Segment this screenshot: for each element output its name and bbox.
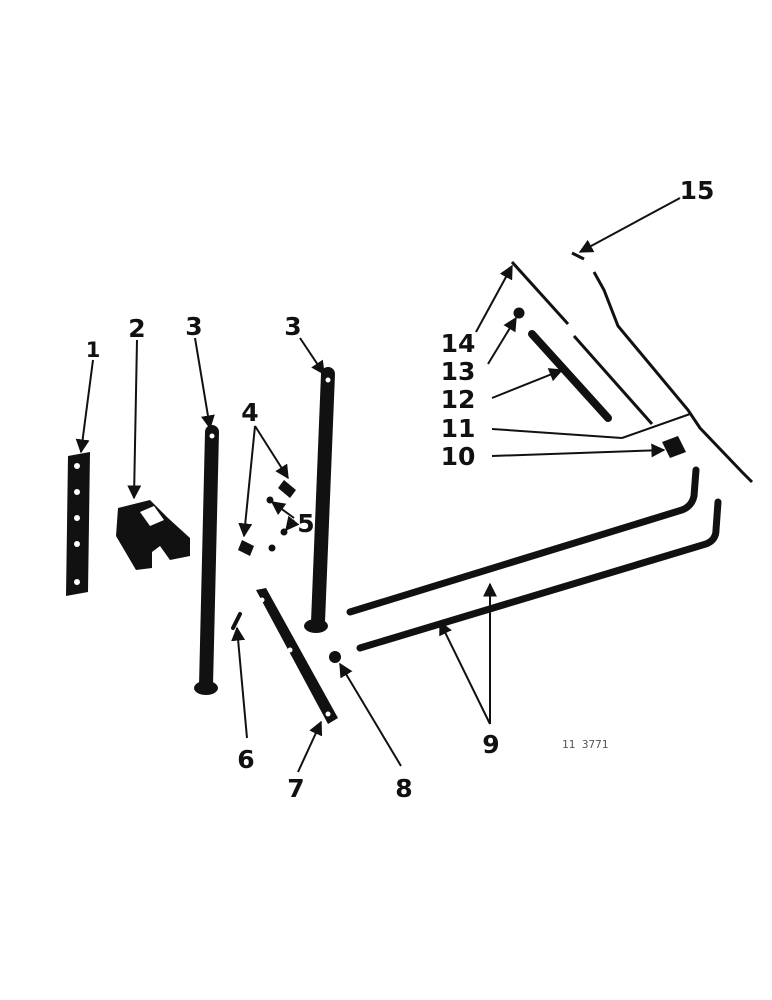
callout-9: 9 [482,730,499,759]
part-14-rod [510,260,570,326]
leader-7 [297,720,323,773]
callout-5: 5 [297,509,314,538]
part-3-bar-right [304,367,335,633]
leader-4b [238,425,256,538]
part-8-nut [329,651,341,663]
part-13-nut [513,307,525,319]
leader-5a [270,501,295,519]
callout-1: 1 [86,338,101,362]
leader-1 [75,359,94,454]
callout-3a: 3 [185,312,202,341]
part-15-bent-rod [571,251,754,484]
leader-10 [491,443,666,458]
callout-3b: 3 [284,312,301,341]
leader-4a [254,425,289,480]
leader-lines [75,197,691,773]
part-7-angled-strap [256,588,338,724]
callouts: 1 2 3 3 4 5 6 7 8 9 10 11 12 13 14 15 [86,176,715,803]
callout-4: 4 [241,398,258,427]
leader-12 [491,368,564,399]
callout-13: 13 [441,357,476,386]
callout-6: 6 [237,745,254,774]
part-3-bar-left [194,425,219,695]
leader-3a [194,337,215,430]
callout-7: 7 [287,774,304,803]
part-4-bolts [238,480,296,556]
part-10-clip [662,436,686,458]
leader-2 [127,339,142,500]
leader-13 [487,316,517,365]
leader-6 [231,626,248,739]
callout-15: 15 [680,176,715,205]
leader-9b [439,620,491,725]
callout-14: 14 [441,329,476,358]
leader-15 [578,197,681,253]
part-2-bracket [116,500,190,570]
leader-8 [339,662,402,767]
reference-code: 11 3771 [562,738,608,751]
part-6-bolt [231,612,242,630]
part-12-rod [528,330,612,422]
callout-2: 2 [128,314,145,343]
callout-12: 12 [441,385,476,414]
part-1-strap [66,452,90,596]
leader-3b [299,337,325,376]
leader-11b [621,413,691,439]
leader-11 [491,428,623,439]
leader-5b [285,515,300,532]
leader-14 [475,264,513,333]
callout-11: 11 [441,414,476,443]
callout-10: 10 [441,442,476,471]
part-11-rod [572,335,654,425]
part-9-rods [346,466,722,652]
callout-8: 8 [395,774,412,803]
